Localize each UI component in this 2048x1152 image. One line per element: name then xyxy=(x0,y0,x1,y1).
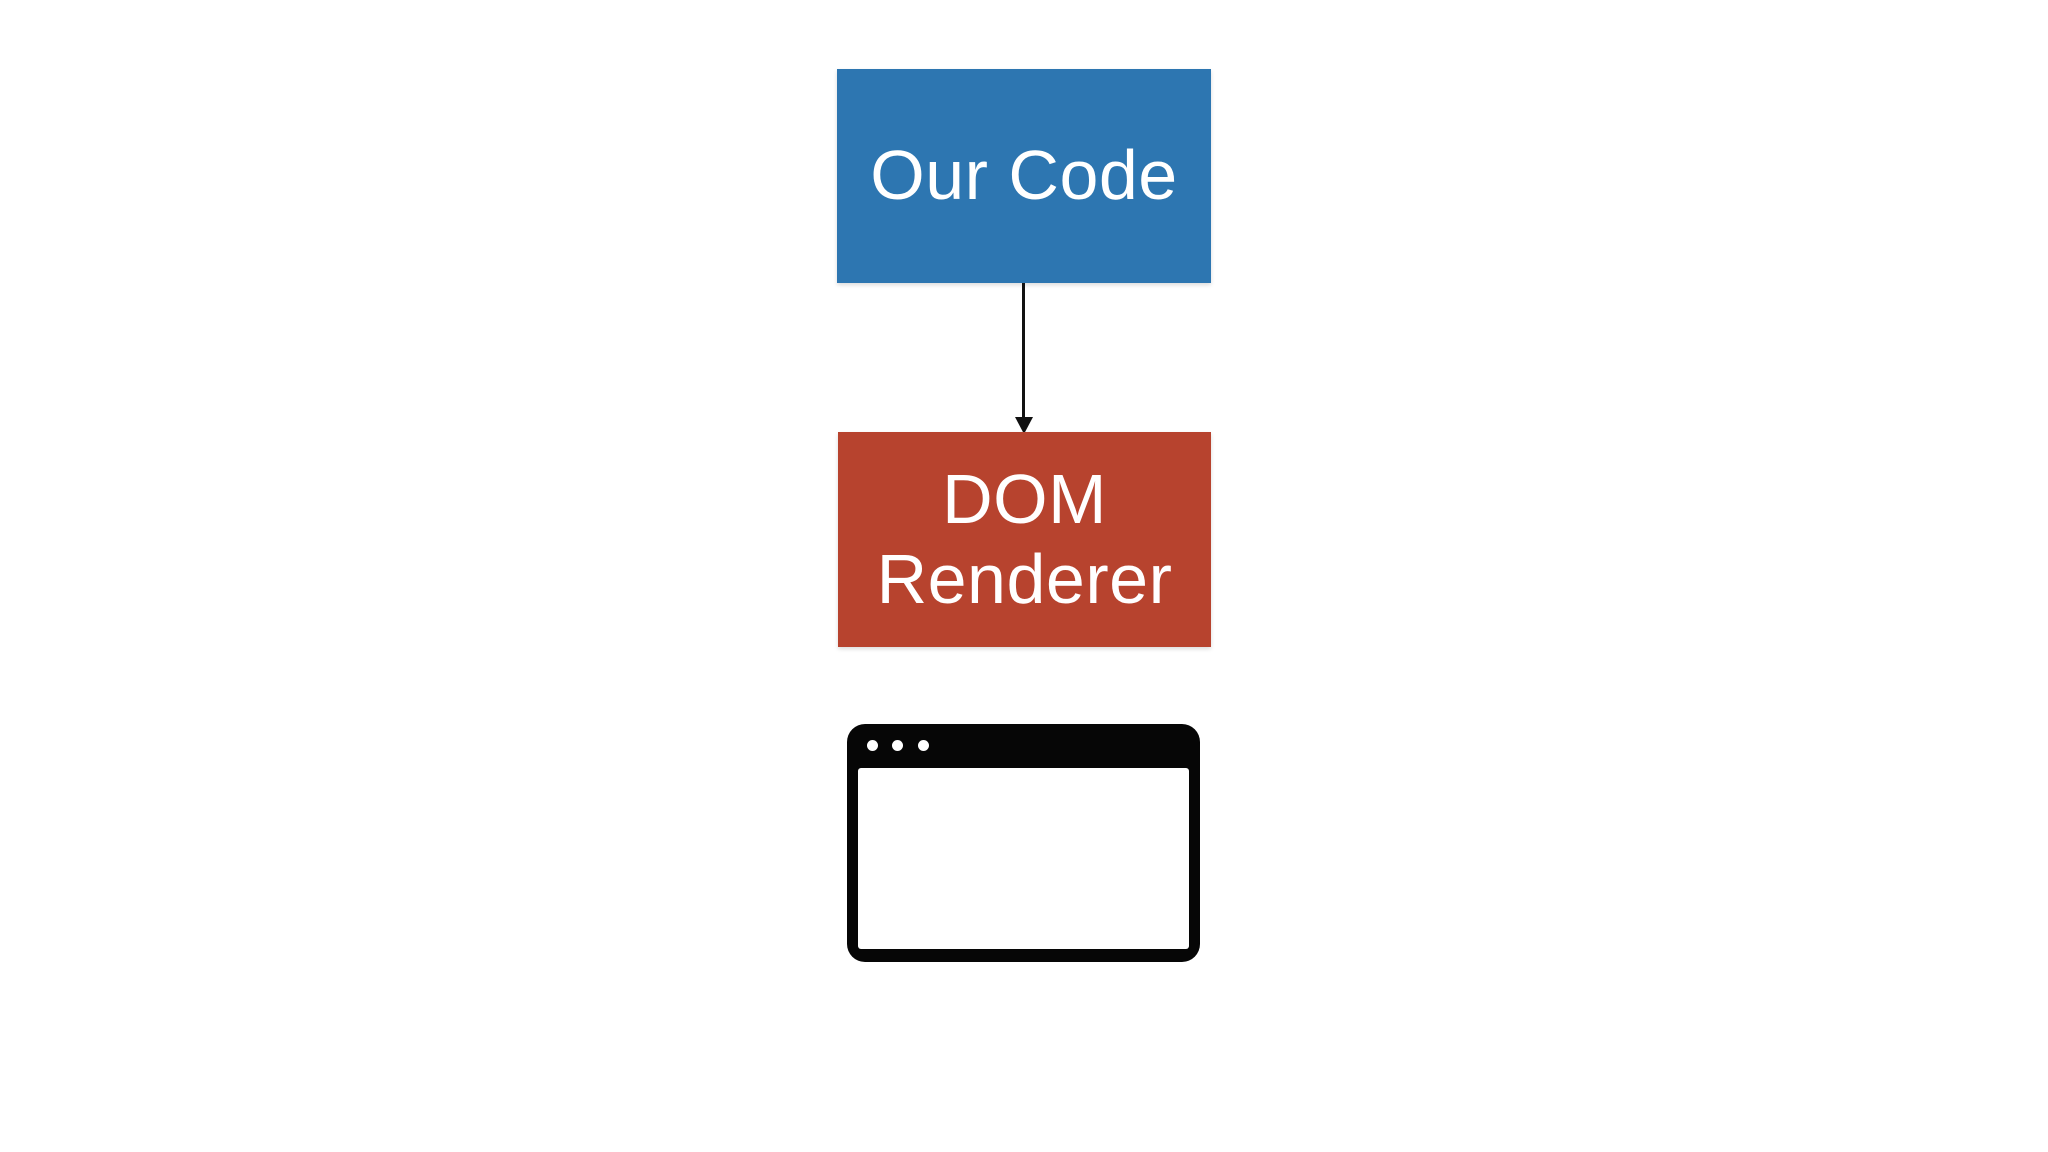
browser-window-dot-icon xyxy=(867,740,878,751)
browser-window-dot-icon xyxy=(918,740,929,751)
browser-window-dot-icon xyxy=(892,740,903,751)
node-dom-renderer-label: DOM Renderer xyxy=(876,459,1173,618)
browser-content-area xyxy=(858,768,1189,949)
browser-titlebar xyxy=(847,724,1200,768)
browser-window-icon xyxy=(847,724,1200,962)
node-dom-renderer: DOM Renderer xyxy=(838,432,1211,647)
arrow-head-icon xyxy=(1015,417,1033,434)
arrow-connector-line xyxy=(1022,283,1025,419)
node-our-code-label: Our Code xyxy=(870,136,1178,215)
node-our-code: Our Code xyxy=(837,69,1211,283)
